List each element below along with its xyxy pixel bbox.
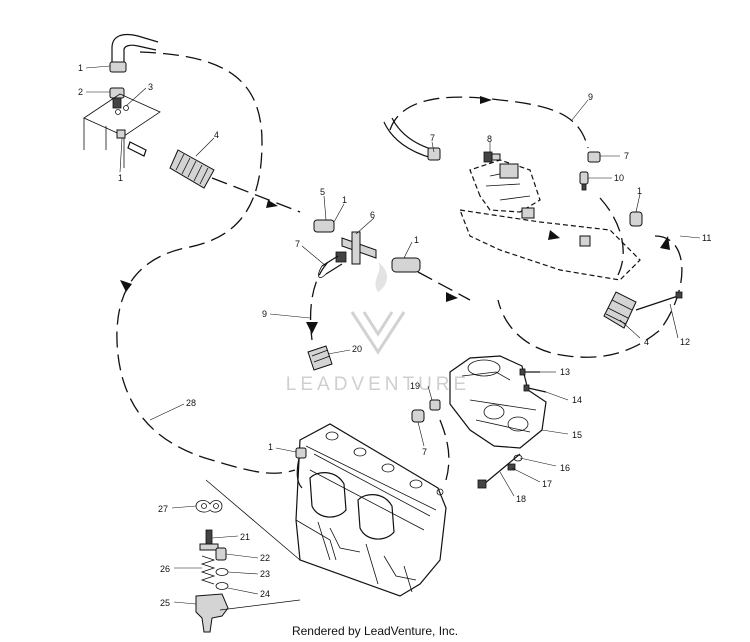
watermark: LEADVENTURE (286, 262, 470, 395)
callout-25: 25 (160, 598, 170, 608)
callout-13: 13 (560, 367, 570, 377)
callout-4: 4 (214, 130, 219, 140)
callout-1: 1 (342, 195, 347, 205)
part-hose-7b (383, 117, 441, 161)
part-tie-12 (635, 291, 683, 311)
callout-1: 1 (637, 186, 642, 196)
part-fitting-20 (307, 345, 333, 371)
callout-20: 20 (352, 344, 362, 354)
part-bellows-4b (603, 291, 637, 329)
callout-16: 16 (560, 463, 570, 473)
hose-route-bottom (439, 419, 450, 481)
callout-9: 9 (588, 92, 593, 102)
part-nut-17 (507, 463, 516, 471)
part-oring-24 (215, 582, 229, 590)
callout-24: 24 (260, 589, 270, 599)
part-bolt-13 (519, 368, 540, 376)
callout-1: 1 (78, 63, 83, 73)
part-clamp-5 (313, 219, 335, 233)
part-manifold-15 (449, 355, 547, 449)
part-bellows-4a (169, 149, 215, 189)
watermark-logo-icon (350, 262, 406, 355)
flow-arrow-icon (548, 230, 560, 240)
callout-26: 26 (160, 564, 170, 574)
part-bolt-18 (477, 453, 521, 489)
part-sleeve-1e (629, 211, 643, 227)
watermark-text: LEADVENTURE (286, 374, 470, 395)
callout-23: 23 (260, 569, 270, 579)
part-sleeve-1d (391, 257, 421, 273)
footer-credit: Rendered by LeadVenture, Inc. (291, 624, 459, 638)
part-washer-23 (215, 568, 229, 576)
callout-22: 22 (260, 553, 270, 563)
callout-11: 11 (702, 233, 711, 243)
callout-1: 1 (118, 173, 123, 183)
callout-14: 14 (572, 395, 582, 405)
callout-12: 12 (680, 337, 690, 347)
callout-27: 27 (158, 504, 168, 514)
callout-3: 3 (148, 82, 153, 92)
flow-arrow-icon (660, 236, 670, 250)
part-hose-1f (295, 447, 307, 489)
callout-2: 2 (78, 87, 83, 97)
callout-28: 28 (186, 398, 196, 408)
hose-route-top (389, 96, 589, 149)
flow-arrow-icon (480, 96, 492, 104)
hose-route-right (497, 235, 683, 358)
part-cylinder-block (295, 423, 447, 597)
callout-5: 5 (320, 187, 325, 197)
part-spring-26 (200, 555, 216, 585)
part-bolt-14 (523, 384, 547, 393)
callout-19: 19 (410, 381, 420, 391)
flow-arrow-icon (266, 200, 278, 208)
callout-15: 15 (572, 430, 582, 440)
part-tee-6 (335, 231, 377, 265)
flow-arrow-icon (120, 280, 132, 292)
part-manifold-upper (459, 159, 641, 281)
callout-7: 7 (624, 151, 629, 161)
callout-6: 6 (370, 210, 375, 220)
callout-7: 7 (430, 133, 435, 143)
hose-route-center (211, 177, 301, 213)
leader-lines (85, 65, 701, 605)
callout-7: 7 (295, 239, 300, 249)
part-gasket-27 (195, 500, 223, 513)
flow-arrow-icon (446, 292, 458, 302)
part-fitting-19 (411, 399, 441, 423)
callout-21: 21 (240, 532, 250, 542)
hose-route-left (116, 51, 296, 474)
callout-8: 8 (487, 134, 492, 144)
callout-labels: 1 2 3 1 4 5 1 6 7 1 9 20 28 9 7 8 7 10 1… (78, 63, 711, 608)
part-valve-21 (199, 529, 219, 551)
callout-1: 1 (414, 235, 419, 245)
part-fitting-22 (215, 547, 227, 561)
part-housing-25 (195, 593, 229, 633)
assembly-frame (205, 479, 301, 611)
flow-arrow-icon (306, 322, 318, 334)
part-fitting-10 (579, 171, 589, 191)
callout-18: 18 (516, 494, 526, 504)
part-fitting-8 (483, 151, 501, 163)
callout-4: 4 (644, 337, 649, 347)
part-hose-elbow (109, 33, 159, 73)
callout-1: 1 (268, 442, 273, 452)
part-plate (83, 93, 161, 168)
part-hose-7 (318, 255, 343, 279)
callout-17: 17 (542, 479, 552, 489)
callout-9: 9 (262, 309, 267, 319)
part-fitting-2 (109, 87, 125, 109)
hose-route-tee-right (417, 271, 471, 301)
part-washer-16 (513, 454, 523, 462)
callout-10: 10 (614, 173, 624, 183)
part-hose-7c (587, 151, 601, 163)
hose-route-manifold (599, 197, 624, 276)
hose-routes (116, 51, 683, 481)
callout-7: 7 (422, 447, 427, 457)
part-pipe-1b (116, 129, 147, 157)
